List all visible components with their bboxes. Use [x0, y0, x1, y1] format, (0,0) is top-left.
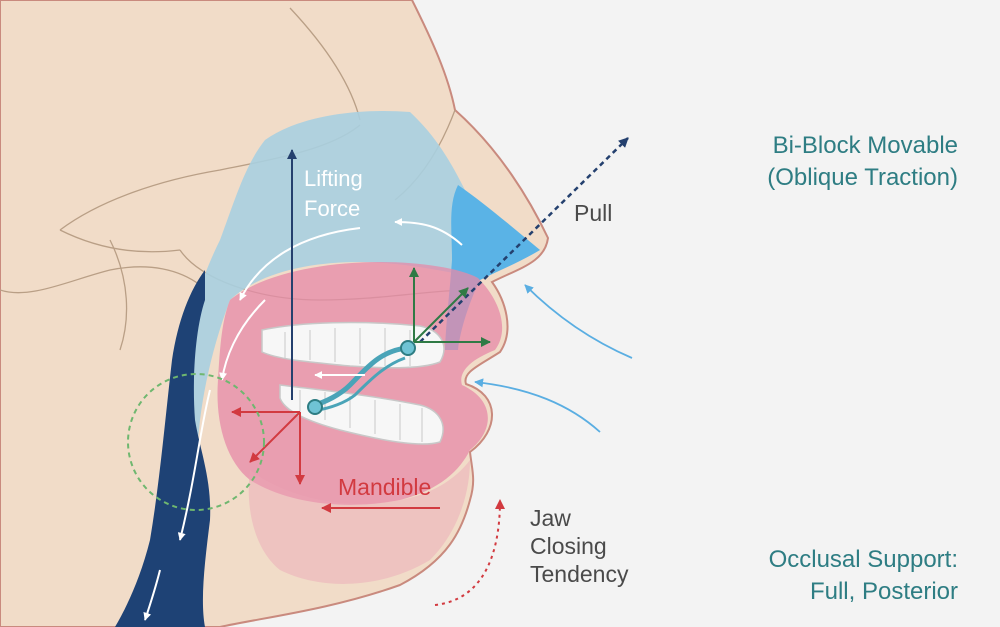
vector-diagonal [413, 287, 469, 343]
airflow-arrow-back [219, 299, 266, 381]
mandible-arrow-diagonal [249, 411, 301, 463]
airflow-arrow-trachea [143, 569, 161, 621]
inflow-arrow-bottom [474, 378, 601, 433]
pull-label: Pull [574, 200, 613, 226]
jaw-closing-arrow [434, 499, 505, 606]
pull-arrow [419, 137, 629, 343]
lower-arch-icon [279, 384, 444, 445]
appliance-type-title: Bi-Block Movable [772, 132, 958, 159]
bi-block-connector-icon [307, 340, 416, 415]
pharyngeal-airway [115, 270, 211, 627]
airway-focus-circle [127, 373, 265, 511]
airflow-arrow-upper [394, 218, 463, 246]
appliance-type-subtitle: (Oblique Traction) [767, 164, 958, 191]
skull-cheekbone [0, 266, 201, 294]
nasal-airway [150, 110, 540, 561]
jaw-label-line1: Jaw [530, 505, 571, 531]
upper-arch-icon [261, 321, 445, 369]
mandible-label: Mandible [338, 474, 432, 500]
chin-tissue [248, 460, 470, 584]
inflow-arrow-top [524, 284, 633, 359]
airflow-arrow-arc [239, 227, 361, 301]
jaw-label-line3: Tendency [530, 561, 629, 587]
lifting-force-label-line2: Force [304, 196, 361, 221]
occlusal-support-subtitle: Full, Posterior [809, 578, 958, 605]
jaw-label-line2: Closing [530, 533, 607, 559]
lifting-force-label-line1: Lifting [304, 166, 363, 191]
nasal-vestibule [445, 185, 540, 350]
occlusal-support-title: Occlusal Support: [768, 546, 958, 573]
airflow-arrow-pharynx [177, 389, 211, 541]
